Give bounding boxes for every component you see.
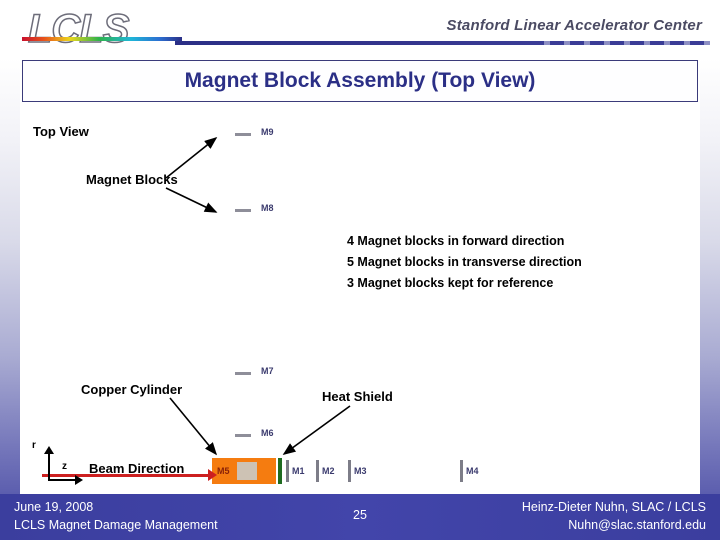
axis-r-label: r	[32, 440, 36, 451]
rainbow-gradient-bar	[22, 37, 182, 41]
footer-subtitle: LCLS Magnet Damage Management	[14, 518, 218, 532]
marker-dash-m7	[235, 372, 251, 375]
axis-z-arrowhead	[75, 475, 83, 485]
slide-footer: June 19, 2008 LCLS Magnet Damage Managem…	[0, 494, 720, 540]
marker-label-m8: M8	[261, 203, 274, 213]
marker-label-m3: M3	[354, 466, 367, 476]
footer-author: Heinz-Dieter Nuhn, SLAC / LCLS	[521, 500, 706, 514]
marker-bar-m4	[460, 460, 463, 482]
beam-direction-line	[42, 474, 212, 477]
slide-header: LCLS Stanford Linear Accelerator Center	[0, 0, 720, 56]
note-line-3: 3 Magnet blocks kept for reference	[347, 276, 554, 290]
diagram-canvas: Top View Magnet Blocks Copper Cylinder H…	[20, 108, 700, 494]
copper-cylinder-block: M5	[212, 458, 276, 484]
axis-z-label: z	[62, 461, 67, 472]
copper-cylinder-id-label: M5	[217, 466, 230, 476]
marker-label-m4: M4	[466, 466, 479, 476]
left-gradient-strip	[0, 58, 20, 518]
marker-dash-m6	[235, 434, 251, 437]
title-box: Magnet Block Assembly (Top View)	[22, 60, 698, 102]
marker-label-m9: M9	[261, 127, 274, 137]
marker-bar-m2	[316, 460, 319, 482]
marker-bar-m3	[348, 460, 351, 482]
marker-label-m6: M6	[261, 428, 274, 438]
note-line-2: 5 Magnet blocks in transverse direction	[347, 255, 582, 269]
beam-direction-label: Beam Direction	[89, 461, 185, 476]
copper-cylinder-inner-square	[237, 462, 257, 480]
footer-email: Nuhn@slac.stanford.edu	[568, 518, 706, 532]
right-gradient-strip	[700, 58, 720, 518]
lcls-logo-text: LCLS	[27, 6, 130, 52]
marker-bar-m1	[286, 460, 289, 482]
page-title: Magnet Block Assembly (Top View)	[184, 69, 536, 92]
axis-r-arrowhead	[44, 446, 54, 454]
axis-r-line	[48, 453, 50, 481]
marker-label-m1: M1	[292, 466, 305, 476]
footer-page-number: 25	[353, 508, 367, 522]
magnet-blocks-label: Magnet Blocks	[86, 172, 178, 187]
marker-dash-m9	[235, 133, 251, 136]
marker-label-m7: M7	[261, 366, 274, 376]
axis-z-line	[48, 479, 76, 481]
copper-cylinder-label: Copper Cylinder	[81, 382, 183, 397]
navy-rule-bar	[175, 41, 535, 45]
beam-direction-arrowhead	[208, 469, 217, 481]
footer-date: June 19, 2008	[14, 500, 94, 514]
organization-name: Stanford Linear Accelerator Center	[446, 17, 702, 34]
note-line-1: 4 Magnet blocks in forward direction	[347, 234, 565, 248]
lcls-logo: LCLS	[27, 6, 178, 52]
marker-dash-m8	[235, 209, 251, 212]
annotation-arrows	[165, 137, 351, 456]
heat-shield-bar	[278, 458, 282, 484]
navy-dashed-rule-bar	[530, 41, 710, 45]
marker-label-m2: M2	[322, 466, 335, 476]
heat-shield-label: Heat Shield	[322, 389, 393, 404]
top-view-label: Top View	[33, 124, 89, 139]
